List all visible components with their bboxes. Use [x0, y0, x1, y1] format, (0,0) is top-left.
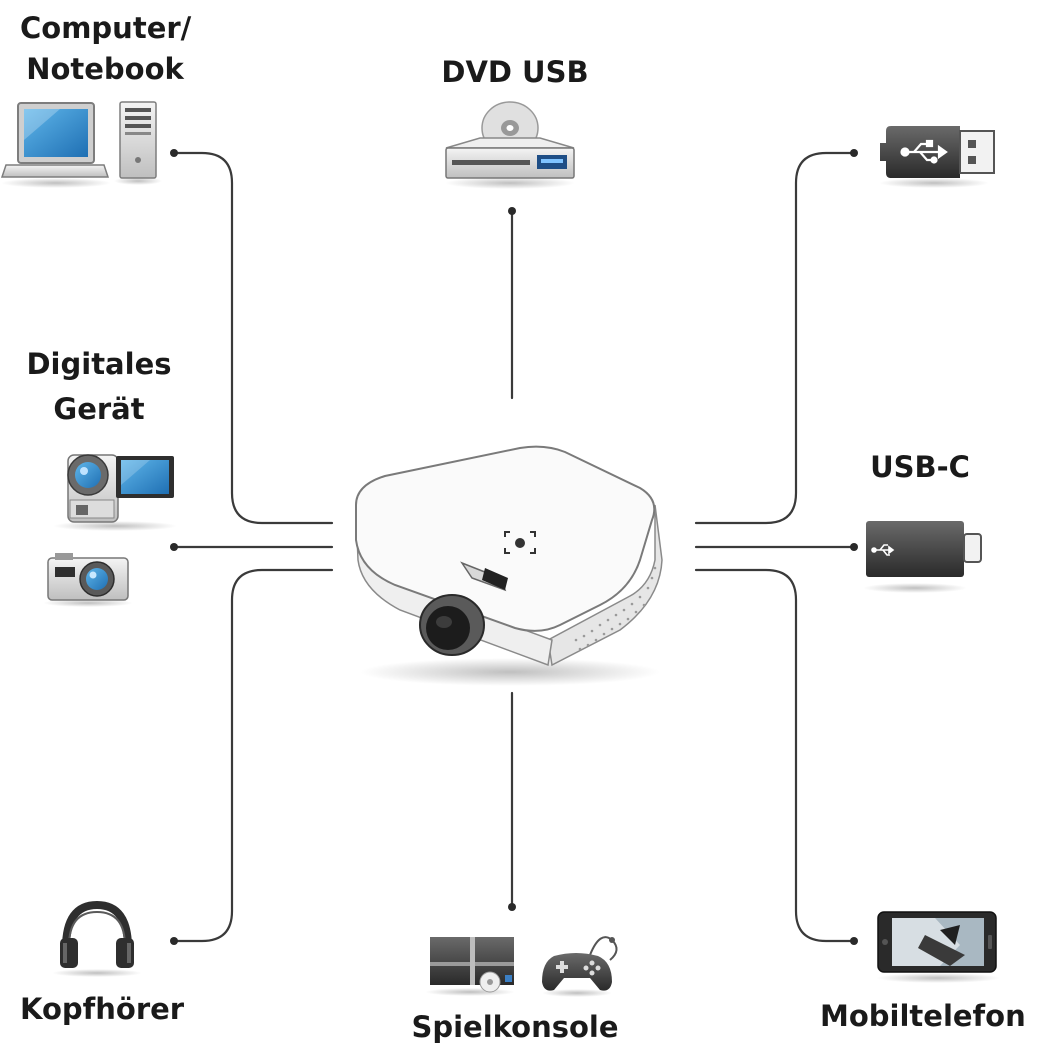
- projector-icon: [355, 445, 663, 686]
- label-digital-line2: Gerät: [53, 392, 145, 426]
- label-dvd: DVD USB: [441, 55, 589, 89]
- dot-headphones: [170, 937, 178, 945]
- label-computer-line1: Computer/: [20, 11, 192, 45]
- camera-icon: [43, 553, 133, 607]
- line-headphones: [174, 568, 334, 943]
- dot-dvd: [508, 207, 516, 215]
- dot-usbc: [850, 543, 858, 551]
- label-usbc: USB-C: [870, 450, 970, 484]
- label-mobile: Mobiltelefon: [820, 999, 1026, 1033]
- camcorder-icon: [53, 454, 177, 531]
- gamepad-icon: [542, 936, 618, 997]
- line-usb: [694, 151, 854, 525]
- line-mobile: [694, 568, 854, 943]
- desktop-tower-icon: [114, 101, 162, 185]
- label-console: Spielkonsole: [411, 1010, 619, 1044]
- line-computer: [174, 151, 334, 525]
- label-digital-line1: Digitales: [26, 347, 172, 381]
- label-computer-line2: Notebook: [26, 52, 184, 86]
- usb-c-adapter-icon: [863, 521, 982, 593]
- dot-digital: [170, 543, 178, 551]
- laptop-icon: [0, 102, 111, 188]
- usb-stick-icon: [879, 126, 995, 188]
- dvd-player-icon: [445, 101, 575, 189]
- label-headphones: Kopfhörer: [20, 992, 185, 1026]
- dot-mobile: [850, 937, 858, 945]
- connector-lines: [170, 149, 858, 945]
- dot-computer: [170, 149, 178, 157]
- game-console-icon: [425, 937, 515, 996]
- dot-usb: [850, 149, 858, 157]
- dot-console: [508, 903, 516, 911]
- mobile-phone-icon: [876, 911, 1000, 983]
- headphones-icon: [52, 900, 142, 977]
